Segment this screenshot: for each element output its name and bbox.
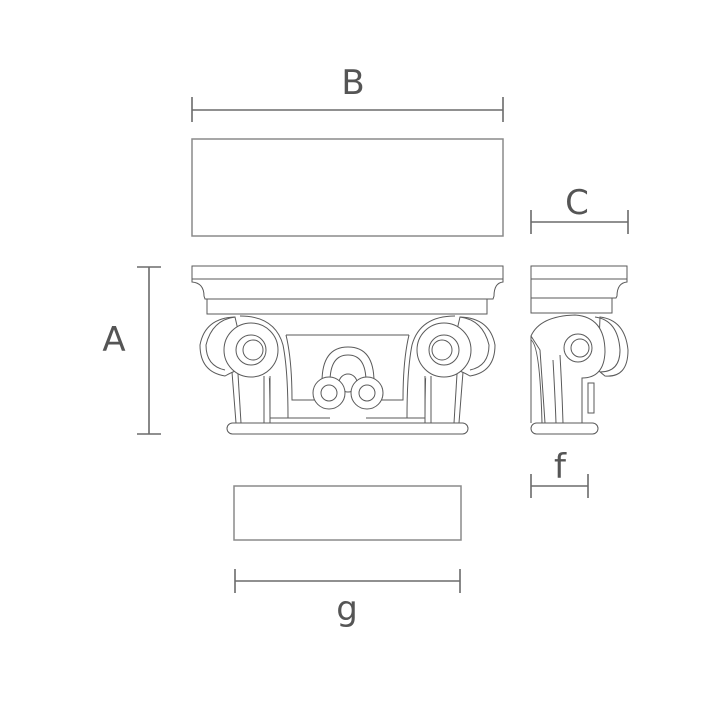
dimension-c [530, 210, 629, 234]
front-view [191, 265, 504, 435]
label-f: f [554, 447, 567, 487]
label-b: B [341, 63, 364, 103]
bottom-view [233, 485, 462, 541]
label-g: g [336, 589, 358, 629]
label-c: C [565, 183, 589, 223]
dimension-f [530, 474, 589, 498]
side-view [530, 265, 629, 435]
dimension-a [137, 266, 161, 435]
dimension-b [191, 97, 504, 122]
top-view [191, 138, 504, 237]
label-a: A [102, 320, 125, 360]
dimension-g [234, 569, 461, 593]
